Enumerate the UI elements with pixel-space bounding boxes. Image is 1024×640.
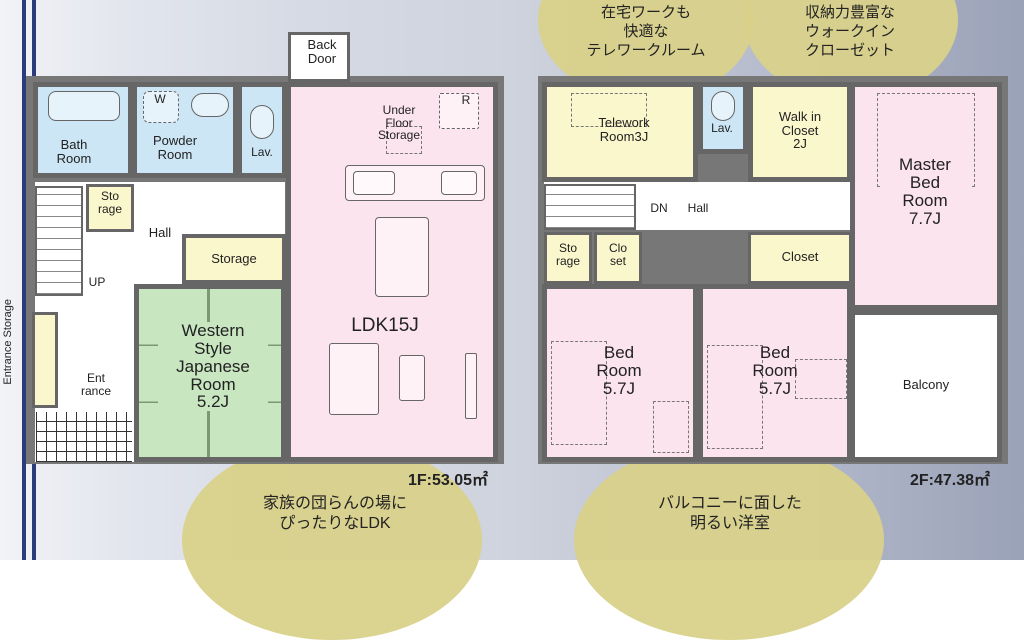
dining-table-icon: [375, 217, 429, 297]
washbasin-icon: [191, 93, 229, 117]
f2-area-label: 2F:47.38㎡: [910, 472, 991, 489]
callout-balcony: バルコニーに面した 明るい洋室: [658, 495, 802, 532]
toilet-icon-2f: [711, 91, 735, 121]
f2-telework-room: [542, 82, 698, 182]
f1-entrance-storage: [32, 312, 58, 408]
f1-entrance: [58, 352, 134, 410]
washing-machine-icon: [143, 91, 179, 123]
f1-entrance-label: Ent rance: [80, 371, 112, 398]
f2-bedroom-1: [542, 284, 698, 462]
f1-back-door: [288, 32, 350, 82]
f1-washer-mark: W: [154, 92, 166, 106]
f1-fridge-mark: R: [461, 93, 471, 107]
f1-hall-label: Hall: [148, 225, 172, 240]
f1-under-floor-box: [386, 126, 422, 154]
f1-japanese-label: Western Style Japanese Room 5.2J: [158, 322, 268, 412]
bed-icon-1: [551, 341, 607, 445]
f1-storage-label: Storage: [211, 251, 257, 266]
desk-icon-2: [795, 359, 847, 399]
f1-up-label: UP: [88, 275, 106, 289]
callout-ldk: 家族の団らんの場に ぴったりなLDK: [262, 495, 407, 532]
f2-bedroom-2: [698, 284, 852, 462]
f1-powder-room: [132, 82, 238, 178]
desk-icon-1: [653, 401, 689, 453]
f1-storage: [182, 234, 286, 284]
f2-dn-label: DN: [650, 201, 668, 215]
f2-small-closet: [594, 232, 642, 284]
bathtub-icon: [48, 91, 120, 121]
sofa-icon: [329, 343, 379, 415]
f1-lav-label: Lav.: [251, 145, 273, 159]
sink-icon: [353, 171, 395, 195]
f1-back-door-label: Back Door: [307, 37, 337, 66]
coffee-table-icon: [399, 355, 425, 401]
f1-entrance-storage-label: Entrance Storage: [2, 298, 15, 385]
f2-closet: [748, 232, 852, 284]
f1-small-storage-label: Sto rage: [97, 189, 123, 216]
f1-entrance-floor: [36, 412, 132, 462]
f2-small-closet-label: Clo set: [608, 241, 627, 268]
f2-balcony-label: Balcony: [902, 377, 950, 392]
f2-balcony: [850, 310, 1002, 462]
f1-bath-room: [33, 82, 133, 178]
f1-lav: [237, 82, 287, 178]
callout-closet: 収納力豊富な ウォークイン クローゼット: [804, 4, 895, 59]
f2-staircase: [544, 184, 636, 230]
desk-icon: [571, 93, 647, 127]
f1-bath-label: Bath Room: [56, 137, 92, 166]
stove-icon: [441, 171, 477, 195]
fridge-icon: [439, 93, 479, 129]
f1-ldk: [286, 82, 498, 462]
callout-telework: 在宅ワークも 快適な テレワークルーム: [586, 4, 706, 59]
f1-ldk-label: LDK15J: [351, 315, 419, 336]
f1-under-floor-label: Under Floor Storage: [377, 103, 421, 143]
f2-bed2-label: Bed Room 5.7J: [752, 343, 798, 398]
f1-staircase: [35, 186, 83, 296]
f2-closet-label: Closet: [781, 249, 819, 264]
f2-telework-label: Telework Room3J: [598, 115, 650, 144]
f2-lav-label: Lav.: [711, 121, 733, 135]
left-edge-stripe: [22, 0, 26, 560]
f2-storage: [544, 232, 592, 284]
f1-small-storage: [86, 184, 134, 232]
f2-hall-label: Hall: [687, 201, 709, 215]
bed-icon-2: [707, 345, 763, 449]
f2-walkin-closet: [748, 82, 852, 182]
tv-board-icon: [465, 353, 477, 419]
f1-area-label: 1F:53.05㎡: [408, 472, 489, 489]
highlight-circle-balcony: [574, 440, 884, 640]
f2-storage-label: Sto rage: [555, 241, 581, 268]
f2-lav: [698, 82, 748, 154]
toilet-icon: [250, 105, 274, 139]
f2-master-label: Master Bed Room 7.7J: [880, 156, 970, 228]
f2-bed1-label: Bed Room 5.7J: [596, 343, 642, 398]
f1-powder-label: Powder Room: [152, 133, 198, 162]
f2-walkin-label: Walk in Closet 2J: [778, 109, 822, 152]
